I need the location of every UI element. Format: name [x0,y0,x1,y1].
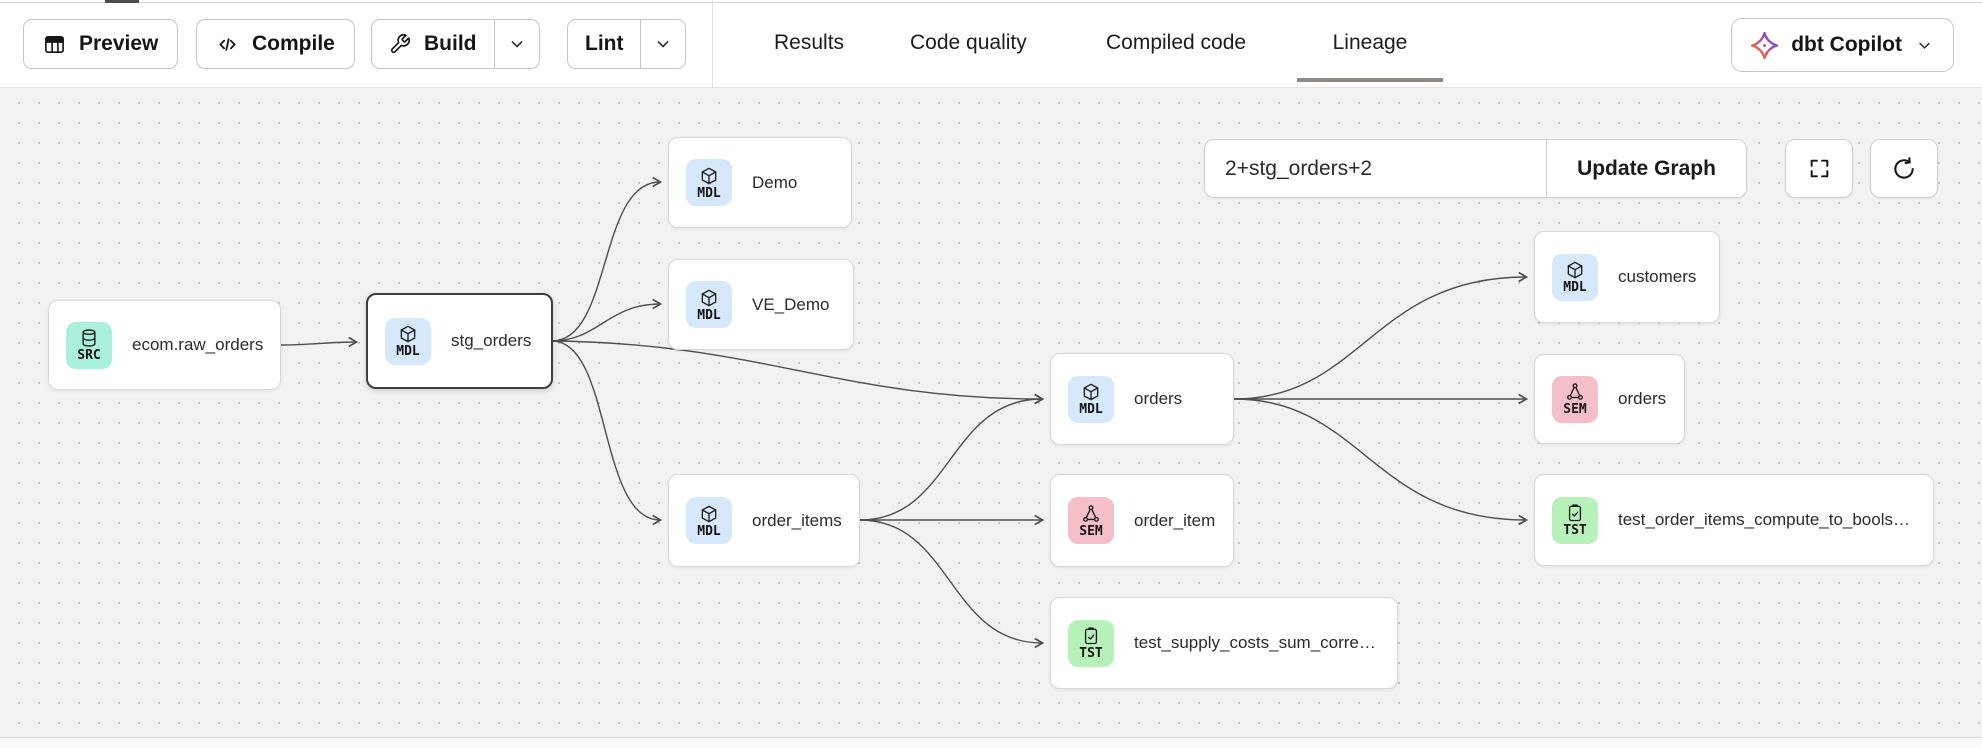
compile-button[interactable]: Compile [196,19,355,69]
model-badge: MDL [686,159,732,206]
cube-icon [1567,261,1583,279]
lint-split-button: Lint [567,19,687,69]
semantic-graph-icon [1083,504,1099,522]
bottom-strip [0,737,1982,748]
edge-ecom-to-stg [280,336,359,348]
code-icon [219,37,236,51]
window-top-divider [0,2,1982,3]
lineage-node-demo[interactable]: MDL Demo [668,137,852,228]
test-clipboard-icon [1568,504,1582,522]
node-label: ecom.raw_orders [132,335,264,354]
fullscreen-icon [1810,159,1828,178]
lineage-canvas[interactable]: Update Graph SRC ecom.raw_orde [0,88,1982,737]
lineage-node-ecom-raw-orders[interactable]: SRC ecom.raw_orders [48,300,281,390]
node-label: test_order_items_compute_to_bools_c... [1618,510,1918,529]
lineage-node-orders-semantic[interactable]: SEM orders [1534,354,1685,444]
model-badge: MDL [1552,253,1598,301]
lineage-node-test-supply-costs[interactable]: TST test_supply_costs_sum_correctly [1050,597,1398,689]
edge-stg-to-order-items [551,340,663,526]
database-icon [82,329,96,347]
source-badge: SRC [66,321,112,369]
lineage-node-stg-orders[interactable]: MDL stg_orders [366,293,553,389]
tab-results[interactable]: Results [774,30,845,54]
edge-orders-to-test-order-items [1233,398,1529,526]
model-badge: MDL [1068,375,1114,423]
node-label: stg_orders [451,331,532,350]
chevron-down-icon [1919,42,1930,49]
toolbar-divider [712,0,713,88]
lineage-node-ve-demo[interactable]: MDL VE_Demo [668,259,854,350]
dbt-copilot-label: dbt Copilot [1791,33,1902,56]
node-label: orders [1618,389,1667,408]
tab-lineage[interactable]: Lineage [1297,0,1443,85]
lineage-node-order-items[interactable]: MDL order_items [668,474,860,567]
tab-compiled-code[interactable]: Compiled code [1106,30,1247,54]
edge-order-items-to-orders [859,393,1045,521]
edge-orders-to-customers [1233,271,1529,400]
update-graph-button[interactable]: Update Graph [1546,140,1746,197]
wrench-icon [390,34,410,54]
fullscreen-button[interactable] [1785,139,1853,198]
node-label: test_supply_costs_sum_correctly [1134,633,1382,652]
cube-icon [400,325,416,343]
test-clipboard-icon [1084,627,1098,645]
edge-order-items-to-test-supply [859,519,1045,649]
test-badge: TST [1552,496,1598,544]
cube-icon [701,505,717,522]
lineage-node-orders-model[interactable]: MDL orders [1050,353,1234,445]
semantic-graph-icon [1567,383,1583,400]
node-label: VE_Demo [752,294,830,314]
model-badge: MDL [385,317,431,365]
node-label: Demo [752,172,798,192]
toolbar: Preview Compile Build Lint [0,0,1982,88]
node-label: order_item [1134,510,1216,530]
refresh-button[interactable] [1870,139,1938,198]
model-badge: MDL [686,497,732,544]
tab-code-quality[interactable]: Code quality [910,30,1027,54]
lineage-node-order-item[interactable]: SEM order_item [1050,474,1234,567]
chevron-down-icon [511,41,522,48]
edge-stg-to-demo [551,176,663,342]
cube-icon [1083,383,1099,401]
build-label: Build [424,32,477,55]
lineage-edges [280,176,1529,649]
build-button[interactable]: Build [372,20,494,68]
lineage-filter-group: Update Graph [1204,139,1747,198]
compile-label: Compile [252,32,335,55]
node-label: customers [1618,267,1697,286]
top-tab-remnant [105,0,139,3]
preview-button[interactable]: Preview [23,19,179,69]
model-badge: MDL [686,281,732,328]
lint-button[interactable]: Lint [568,20,640,68]
semantic-badge: SEM [1068,497,1114,544]
dbt-copilot-icon [1751,31,1779,59]
lineage-node-customers[interactable]: MDL customers [1534,231,1720,323]
preview-label: Preview [79,32,159,55]
cube-icon [701,289,717,306]
build-dropdown-button[interactable] [493,20,539,68]
build-split-button: Build [371,19,540,69]
table-icon [45,35,64,53]
test-badge: TST [1068,619,1114,667]
lint-dropdown-button[interactable] [640,20,685,68]
node-label: orders [1134,389,1183,408]
node-label: order_items [752,510,842,530]
refresh-icon [1894,156,1914,179]
edge-stg-to-ve-demo [551,298,663,342]
chevron-down-icon [658,41,669,48]
lineage-node-test-order-items[interactable]: TST test_order_items_compute_to_bools_c.… [1534,474,1934,566]
dbt-copilot-button[interactable]: dbt Copilot [1731,18,1954,72]
lineage-selector-input[interactable] [1205,140,1546,197]
lint-label: Lint [585,32,624,55]
edge-stg-to-orders [551,340,1045,405]
cube-icon [701,167,717,184]
semantic-badge: SEM [1552,375,1598,423]
